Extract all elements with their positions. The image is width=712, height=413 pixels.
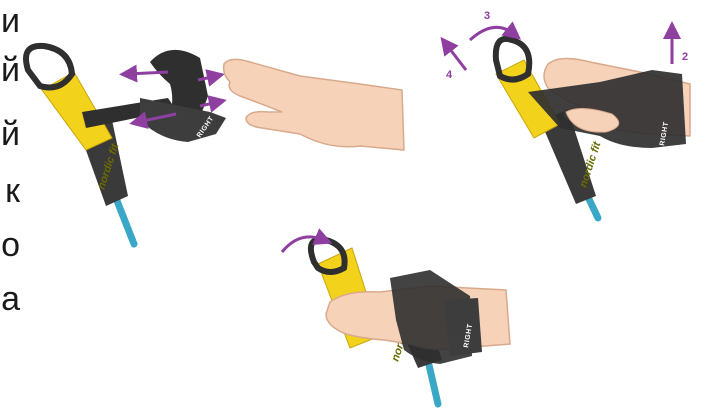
step-number-2: 2	[682, 51, 688, 63]
arrow-icon	[446, 44, 466, 70]
strap-loop	[26, 46, 72, 88]
step-number-4: 4	[446, 69, 453, 81]
curved-arrow-icon	[282, 237, 324, 252]
arrow-icon	[128, 72, 168, 74]
hand-open	[224, 59, 404, 150]
panel-step-1: nordic fit RIGHT	[26, 46, 404, 244]
step-number-3: 3	[484, 10, 490, 22]
panel-step-2: nordic fit RIGHT 2 3 4	[446, 10, 690, 218]
panel-step-3: nordic fit RIGHT	[282, 237, 510, 404]
